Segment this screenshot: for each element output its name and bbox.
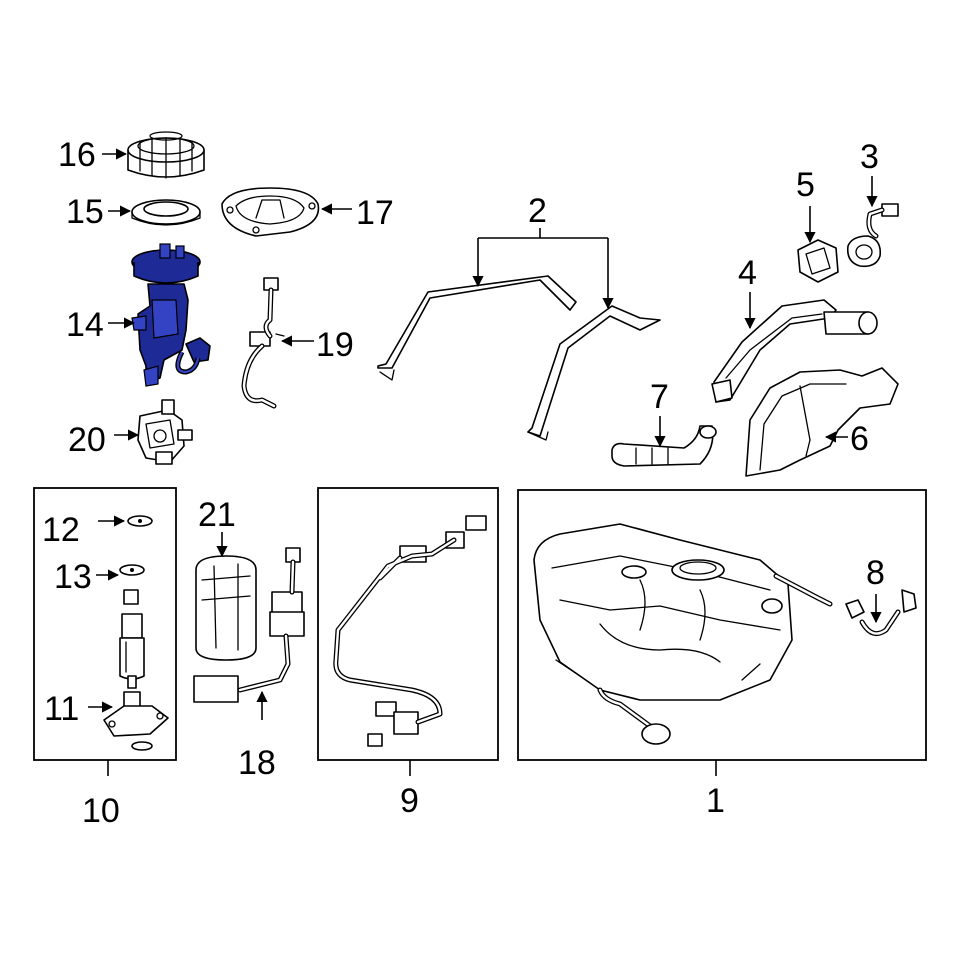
part-18-wire-harness[interactable]: [193, 547, 305, 703]
callout-1: 1: [706, 782, 725, 820]
callout-7: 7: [650, 378, 669, 416]
callout-17: 17: [356, 194, 394, 232]
part-5-clip[interactable]: [797, 239, 839, 283]
callout-12: 12: [42, 511, 80, 549]
part-4-filler-pipe[interactable]: [711, 299, 878, 403]
callout-9: 9: [400, 782, 419, 820]
callout-19: 19: [316, 326, 354, 364]
callout-8: 8: [866, 554, 885, 592]
part-9-fuel-tank-harness[interactable]: [333, 515, 487, 747]
box-10-pump-kit: [33, 487, 177, 761]
callout-20: 20: [68, 421, 106, 459]
part-17-cover-plate[interactable]: [221, 187, 320, 237]
part-8-breather-hose[interactable]: [845, 589, 917, 637]
part-14-fuel-pump-module-highlighted[interactable]: [131, 243, 211, 387]
part-2-tank-straps[interactable]: [377, 275, 661, 441]
part-15-gasket[interactable]: [131, 199, 201, 226]
callout-18: 18: [238, 744, 276, 782]
callout-2: 2: [528, 192, 547, 230]
callout-16: 16: [58, 136, 96, 174]
part-6-heat-shield[interactable]: [745, 367, 899, 477]
callout-14: 14: [66, 306, 104, 344]
part-21-fuel-filter[interactable]: [195, 555, 257, 661]
callout-5: 5: [796, 166, 815, 204]
part-16-lock-ring-cap[interactable]: [127, 131, 205, 179]
part-3-sensor[interactable]: [846, 203, 899, 268]
box-9-harness: [317, 487, 499, 761]
part-7-filler-hose[interactable]: [611, 425, 717, 467]
callout-4: 4: [738, 254, 757, 292]
callout-10: 10: [82, 792, 120, 830]
part-13-washer[interactable]: [119, 564, 145, 576]
callout-6: 6: [850, 420, 869, 458]
part-20-pressure-regulator[interactable]: [137, 399, 193, 465]
leader-2-bar: [478, 228, 608, 239]
callout-21: 21: [198, 496, 236, 534]
part-12-washer[interactable]: [127, 515, 153, 527]
part-19-wire-harness[interactable]: [241, 277, 285, 409]
callout-13: 13: [54, 558, 92, 596]
box-1-fuel-tank: [517, 489, 927, 761]
callout-15: 15: [66, 193, 104, 231]
part-11-fuel-pump[interactable]: [103, 589, 169, 751]
callout-3: 3: [860, 138, 879, 176]
callout-11: 11: [44, 690, 79, 728]
part-1-fuel-tank[interactable]: [533, 523, 833, 745]
